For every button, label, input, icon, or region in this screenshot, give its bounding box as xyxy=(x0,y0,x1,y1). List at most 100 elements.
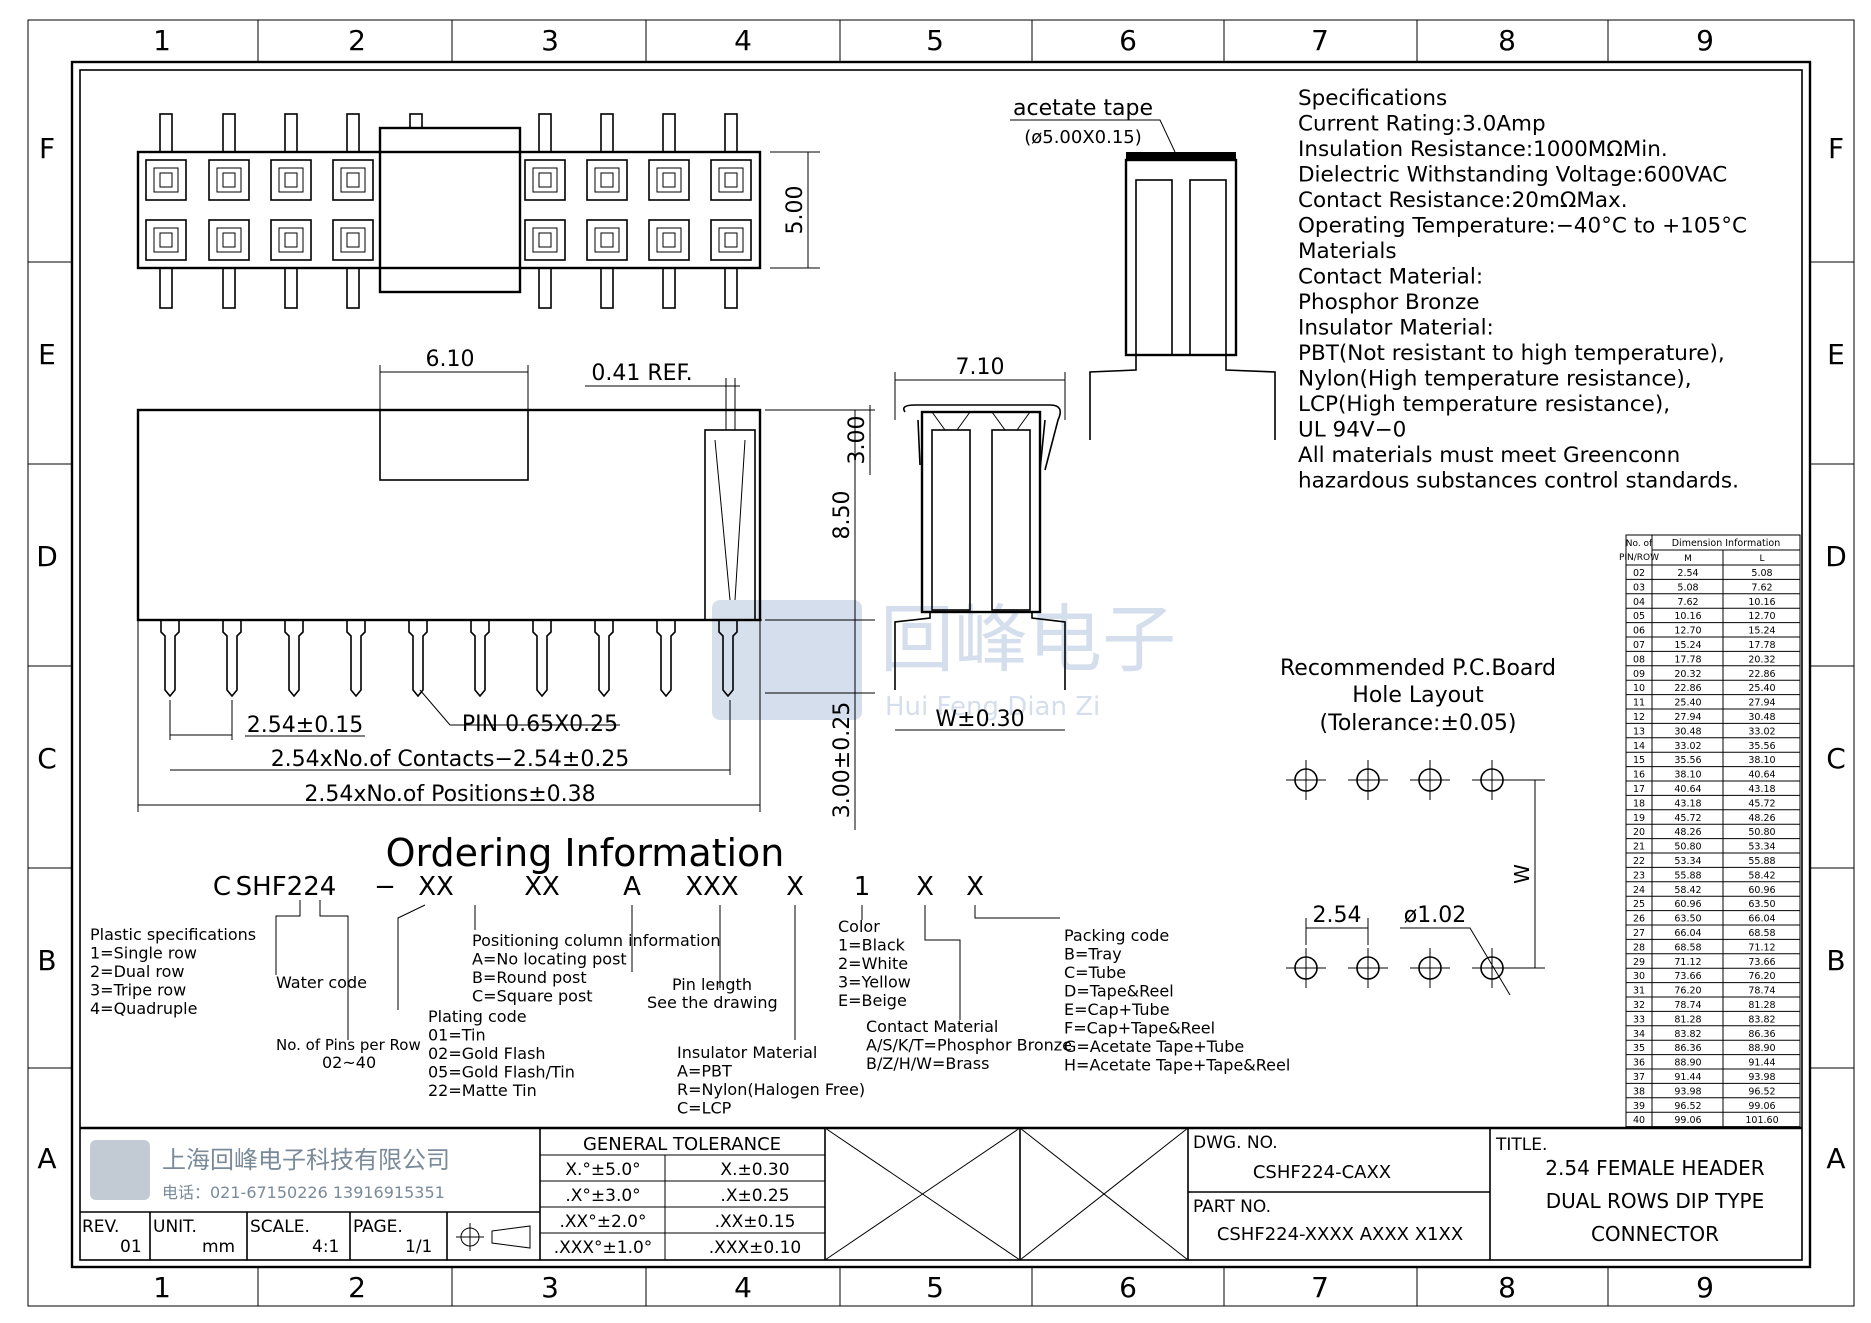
drawing-frame xyxy=(79,69,1803,1261)
contact-cell-inner xyxy=(278,167,304,193)
table-cell-m: 40.64 xyxy=(1674,784,1701,795)
contact-cell-inner xyxy=(340,227,366,253)
table-cell-l: 12.70 xyxy=(1748,611,1775,622)
pcb-pitch: 2.54 xyxy=(1313,903,1362,928)
dim-610: 6.10 xyxy=(426,347,475,372)
table-cell-l: 83.82 xyxy=(1748,1014,1775,1025)
contact-cell xyxy=(270,219,312,261)
pin-length: Pin length xyxy=(672,975,752,994)
part-label: PART NO. xyxy=(1193,1197,1271,1217)
plating-line: 22=Matte Tin xyxy=(428,1081,537,1100)
pin-top xyxy=(538,113,552,153)
row-label: F xyxy=(39,132,55,165)
table-cell-m: 17.78 xyxy=(1674,654,1701,665)
positioning-line: C=Square post xyxy=(472,987,593,1006)
table-cell-l: 96.52 xyxy=(1748,1086,1775,1097)
plastic-spec-line: 1=Single row xyxy=(90,944,197,963)
table-cell-pins: 06 xyxy=(1633,626,1645,637)
order-code-part: A xyxy=(623,872,641,902)
table-cell-pins: 31 xyxy=(1633,986,1645,997)
contact-cell xyxy=(208,159,250,201)
pin-top xyxy=(600,113,614,153)
spec-line: Nylon(High temperature resistance), xyxy=(1298,367,1692,392)
dwg-value: CSHF224-CAXX xyxy=(1253,1162,1391,1183)
contact-cell-inner xyxy=(278,227,304,253)
dwg-label: DWG. NO. xyxy=(1193,1133,1278,1153)
column-label: 8 xyxy=(1498,1271,1516,1304)
dim-pitch: 2.54±0.15 xyxy=(247,713,363,738)
table-cell-pins: 22 xyxy=(1633,856,1645,867)
table-cell-l: 22.86 xyxy=(1748,669,1775,680)
column-label: 1 xyxy=(153,24,171,57)
contact-hole xyxy=(346,232,360,248)
column-label: 7 xyxy=(1311,24,1329,57)
contact-cell xyxy=(524,219,566,261)
table-cell-pins: 20 xyxy=(1633,827,1645,838)
packing-line: F=Cap+Tape&Reel xyxy=(1064,1019,1215,1038)
contact-hole xyxy=(159,232,173,248)
front-pin xyxy=(594,620,614,698)
column-label: 9 xyxy=(1696,24,1714,57)
spec-line: Materials xyxy=(1298,239,1397,264)
front-pin xyxy=(656,620,676,698)
table-border xyxy=(1625,534,1801,1128)
order-code-part: X xyxy=(966,872,984,902)
pin-bottom xyxy=(538,267,552,309)
contact-cell xyxy=(586,219,628,261)
table-cell-m: 58.42 xyxy=(1674,885,1701,896)
table-cell-m: 76.20 xyxy=(1674,986,1701,997)
column-label: 3 xyxy=(541,24,559,57)
page-value: 1/1 xyxy=(405,1237,432,1257)
contact-cell-inner xyxy=(153,167,179,193)
table-cell-m: 33.02 xyxy=(1674,741,1701,752)
table-cell-pins: 18 xyxy=(1633,798,1645,809)
table-cell-m: 15.24 xyxy=(1674,640,1701,651)
company-name: 上海回峰电子科技有限公司 xyxy=(162,1146,450,1174)
spec-line: hazardous substances control standards. xyxy=(1298,469,1739,494)
table-cell-l: 45.72 xyxy=(1748,798,1775,809)
watermark: 回峰电子 Hui Feng Dian Zi xyxy=(712,597,1176,722)
contact-cell xyxy=(145,159,187,201)
table-cell-m: 48.26 xyxy=(1674,827,1701,838)
contact-hole xyxy=(662,172,676,188)
table-cell-pins: 09 xyxy=(1633,669,1645,680)
contact-cell xyxy=(332,219,374,261)
spec-line: Phosphor Bronze xyxy=(1298,290,1479,315)
title-line-3: CONNECTOR xyxy=(1591,1222,1719,1246)
contact-hole xyxy=(600,172,614,188)
plastic-spec-line: Plastic specifications xyxy=(90,925,256,944)
packing-line: C=Tube xyxy=(1064,963,1126,982)
spec-line: Contact Material: xyxy=(1298,265,1483,290)
blank-cross-cells xyxy=(824,1127,1189,1261)
table-cell-l: 68.58 xyxy=(1748,928,1775,939)
table-cell-m: 7.62 xyxy=(1677,597,1698,608)
contact-hole xyxy=(346,172,360,188)
table-cell-pins: 03 xyxy=(1633,582,1645,593)
pin-bottom xyxy=(724,267,738,309)
table-cell-l: 10.16 xyxy=(1748,597,1775,608)
spec-line: Contact Resistance:20mΩMax. xyxy=(1298,188,1628,213)
spec-line: Dielectric Withstanding Voltage:600VAC xyxy=(1298,163,1727,188)
tol-angle: .X°±3.0° xyxy=(565,1186,640,1206)
table-cell-pins: 05 xyxy=(1633,611,1645,622)
table-cell-pins: 24 xyxy=(1633,885,1645,896)
tol-linear: X.±0.30 xyxy=(720,1160,789,1180)
table-cell-pins: 02 xyxy=(1633,568,1645,579)
table-header-noof: No. of xyxy=(1626,539,1653,549)
tol-angle: X.°±5.0° xyxy=(565,1160,640,1180)
table-cell-pins: 29 xyxy=(1633,957,1645,968)
table-cell-m: 78.74 xyxy=(1674,1000,1701,1011)
row-label: E xyxy=(1827,338,1845,371)
top-view: 5.00 xyxy=(136,113,820,309)
scale-value: 4:1 xyxy=(312,1237,339,1257)
spec-line: UL 94V−0 xyxy=(1298,418,1406,443)
pin-bottom xyxy=(600,267,614,309)
table-cell-m: 5.08 xyxy=(1677,582,1698,593)
plating-line: 01=Tin xyxy=(428,1026,486,1045)
spec-line: PBT(Not resistant to high temperature), xyxy=(1298,341,1725,366)
table-cell-m: 27.94 xyxy=(1674,712,1701,723)
contact-cell-inner xyxy=(340,167,366,193)
table-cell-l: 91.44 xyxy=(1748,1058,1775,1069)
contact-cell xyxy=(586,159,628,201)
packing-line: G=Acetate Tape+Tube xyxy=(1064,1037,1244,1056)
